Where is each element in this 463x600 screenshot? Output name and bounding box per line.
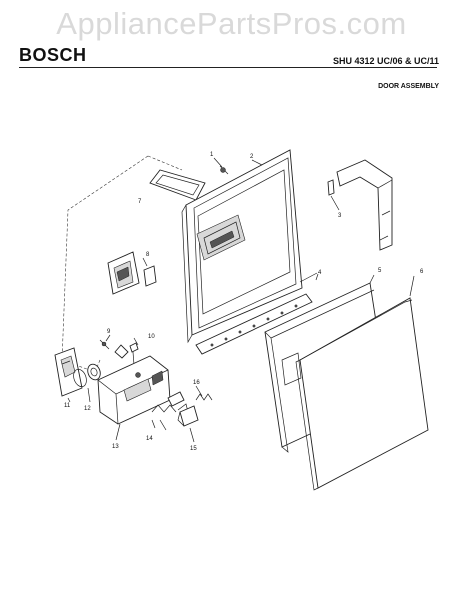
part-9-screw	[99, 334, 111, 350]
part-7-gasket	[149, 169, 206, 201]
model-number: SHU 4312 UC/06 & UC/11	[332, 56, 439, 66]
part-10-knob	[114, 337, 139, 366]
callout-5: 5	[378, 268, 382, 274]
callout-9: 9	[107, 329, 111, 335]
callout-15: 15	[190, 446, 197, 452]
part-3-hinge-bracket	[327, 159, 393, 251]
header-rule	[19, 67, 437, 68]
callout-3: 3	[338, 213, 342, 219]
callout-6: 6	[420, 269, 424, 275]
part-2-inner-door	[181, 149, 303, 344]
callout-13: 13	[112, 444, 119, 450]
callout-labels: 1 2 3 4 5 6 7 8 9 10 11 12 13 14 15 16	[64, 152, 424, 452]
section-title: DOOR ASSEMBLY	[378, 83, 439, 90]
part-1-screw	[213, 157, 229, 175]
callout-1: 1	[210, 152, 214, 158]
part-4-hinge-strip	[195, 272, 319, 355]
callout-16: 16	[193, 380, 200, 386]
part-8-dispenser-cover	[107, 251, 157, 295]
part-11-handle-bezel	[54, 347, 83, 403]
part-12-rings	[73, 363, 101, 403]
brand-logo: BOSCH	[19, 45, 87, 65]
callout-4: 4	[318, 270, 322, 276]
callout-11: 11	[64, 403, 71, 409]
callout-12: 12	[84, 406, 91, 412]
callout-10: 10	[148, 334, 155, 340]
watermark: AppliancePartsPros.com	[56, 6, 407, 41]
callout-8: 8	[146, 252, 150, 258]
part-6-front-panel	[295, 275, 429, 491]
callout-14: 14	[146, 436, 153, 442]
callout-2: 2	[250, 154, 254, 160]
part-16-spring	[195, 385, 213, 401]
callout-7: 7	[138, 199, 142, 205]
part-13-latch-housing	[97, 355, 171, 441]
part-15-clip	[177, 405, 199, 443]
